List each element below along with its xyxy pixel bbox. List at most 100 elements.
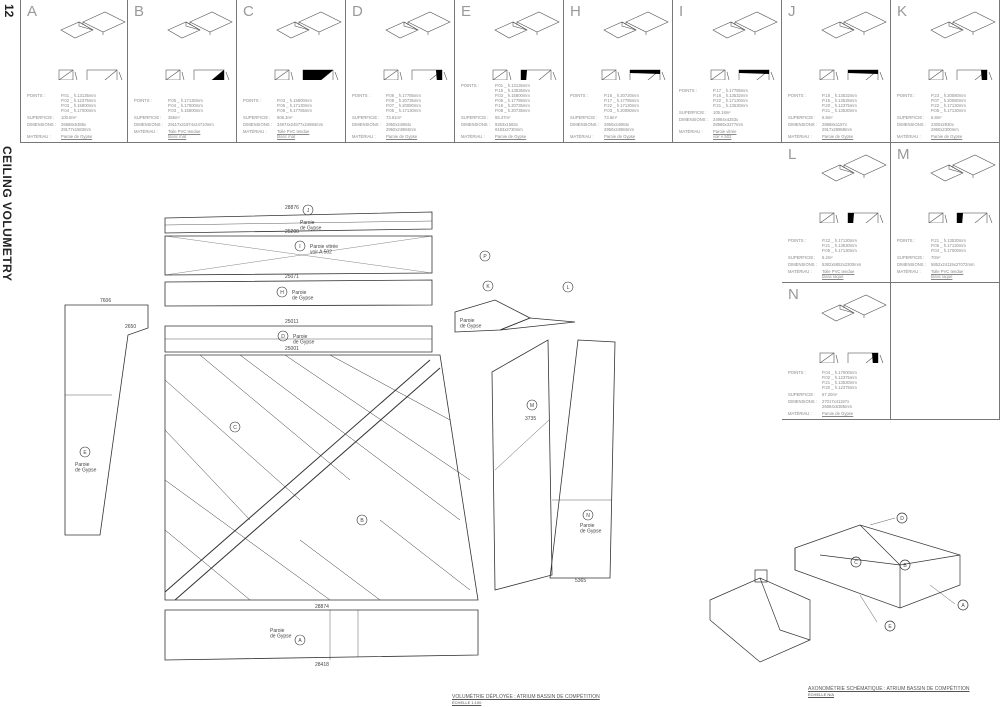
- material-label: MATÉRIAU :: [679, 129, 703, 134]
- panel-letter: E: [461, 3, 472, 20]
- dimensions-label: DIMENSIONS :: [570, 122, 599, 127]
- material-label: MATÉRIAU :: [897, 269, 921, 274]
- dim-a-top: 28874: [315, 604, 329, 610]
- points-label: POINTS :: [788, 238, 806, 243]
- panel-info: POINTS :P.01 _ h.13135mm P.02 _ h.12375m…: [27, 91, 124, 139]
- panel-thumbnail: [274, 11, 342, 80]
- surface-label: SUPERFICIE :: [897, 115, 925, 120]
- surface-value: 100.8m²: [61, 115, 77, 120]
- material-label: MATÉRIAU :: [27, 134, 51, 139]
- panel-thumbnail: [928, 154, 996, 223]
- points-label: POINTS :: [243, 98, 261, 103]
- caption-scale: ÉCHELLE N/A: [808, 692, 835, 697]
- surface-panel-i: I POINTS :P.17 _ h.17785mm P.16 _ h.1353…: [673, 0, 782, 143]
- dimensions-value: 9263x1583x 9183x2730mm: [495, 122, 523, 132]
- panel-letter: H: [570, 3, 581, 20]
- points-label: POINTS :: [461, 83, 479, 88]
- panel-thumbnail: [710, 11, 778, 80]
- dim-j-top: 28876: [285, 205, 299, 211]
- material-label: MATÉRIAU :: [243, 129, 267, 134]
- dimensions-value: 24984x4253x 28966x3377mm: [713, 117, 744, 127]
- panel-thumbnail: [819, 154, 887, 223]
- dimensions-value: 28868x1157x 2917x28958mm: [822, 122, 853, 132]
- tag-p: P: [483, 254, 487, 260]
- surface-label: SUPERFICIE :: [570, 115, 598, 120]
- points-label: POINTS :: [352, 93, 370, 98]
- dimensions-label: DIMENSIONS :: [352, 122, 381, 127]
- surface-panel-a: A POINTS :P.01 _ h.13135mm P.02 _ h.1237…: [20, 0, 128, 143]
- axo-tag-e: E: [888, 624, 892, 630]
- tag-h: H: [280, 290, 284, 296]
- dimensions-value: 26868x5385x 29177x1583mm: [61, 122, 92, 132]
- points-value: P.21 _ h.13530mm P.05 _ h.17130mm P.04 _…: [931, 238, 966, 253]
- dimensions-value: 2950x24984x 2950x24984mm: [386, 122, 417, 132]
- surface-value: 6.8m²: [822, 115, 833, 120]
- dimensions-label: DIMENSIONS :: [897, 122, 926, 127]
- surface-i: [164, 235, 433, 276]
- empty-panel: [891, 283, 1000, 420]
- dim-n: 5365: [575, 578, 586, 584]
- surface-value: 73.61m²: [386, 115, 402, 120]
- axonometric-view: [709, 512, 969, 663]
- dimensions-label: DIMENSIONS :: [27, 122, 56, 127]
- surface-label: SUPERFICIE :: [788, 255, 816, 260]
- surface-panel-n: N POINTS :P.04 _ h.17000mm P.02 _ h.1237…: [782, 283, 891, 420]
- dim-a-bottom: 28418: [315, 662, 329, 668]
- surface-panel-k: K POINTS :P.23 _ h.20080mm P.07 _ h.2008…: [891, 0, 1000, 143]
- surface-panel-m: M POINTS :P.21 _ h.13530mm P.05 _ h.1713…: [891, 143, 1000, 283]
- panel-info: POINTS :P.06 _ h.17785mm P.08 _ h.20735m…: [352, 91, 451, 139]
- material-label: MATÉRIAU :: [788, 269, 812, 274]
- panel-thumbnail: [928, 11, 996, 80]
- dimensions-value: 2950x24984x 2950x24984mm: [604, 122, 635, 132]
- surface-label: SUPERFICIE :: [461, 115, 489, 120]
- points-value: P.03 _ h.15800mm P.05 _ h.17130mm P.06 _…: [277, 98, 312, 113]
- caption-axonometric: AXONOMÉTRIE SCHÉMATIQUE : ATRIUM BASSIN …: [808, 686, 970, 697]
- surface-c-b: [164, 354, 479, 601]
- panel-thumbnail: [383, 11, 451, 80]
- surface-label: SUPERFICIE :: [27, 115, 55, 120]
- points-value: P.05 _ h.17130mm P.04 _ h.17000mm P.03 _…: [168, 98, 203, 113]
- panel-letter: B: [134, 3, 145, 20]
- tag-e: E: [83, 450, 87, 456]
- material-value: Paroie de Gypse: [604, 134, 636, 139]
- surface-label: SUPERFICIE :: [897, 255, 925, 260]
- surface-label: SUPERFICIE :: [679, 110, 707, 115]
- surface-tags: [79, 204, 594, 646]
- dimensions-value: 5852x24119x27072mm: [931, 262, 975, 267]
- panel-info: POINTS :P.04 _ h.17000mm P.02 _ h.12375m…: [788, 368, 887, 416]
- dim-h: 25071: [285, 274, 299, 280]
- surface-value: 506.3m²: [277, 115, 293, 120]
- panel-info: POINTS :P.18 _ h.13532mm P.15 _ h.13535m…: [788, 91, 887, 139]
- material-label: MATÉRIAU :: [570, 134, 594, 139]
- panel-letter: I: [679, 3, 684, 20]
- points-value: P.22 _ h.17130mm P.21 _ h.13530mm P.05 _…: [822, 238, 857, 253]
- panel-thumbnail: [165, 11, 233, 80]
- dimensions-label: DIMENSIONS :: [788, 122, 817, 127]
- tag-c: C: [233, 425, 237, 431]
- surface-panel-d: D POINTS :P.06 _ h.17785mm P.08 _ h.2073…: [346, 0, 455, 143]
- panel-info: POINTS : P.03 _ h.15800mm P.05 _ h.17130m…: [243, 96, 342, 139]
- points-label: POINTS :: [134, 98, 152, 103]
- surface-panel-e: E POINTS :P.01 _ h.13135mm P.15 _ h.1353…: [455, 0, 564, 143]
- points-value: P.23 _ h.20080mm P.07 _ h.20080mm P.22 _…: [931, 93, 966, 113]
- dimensions-label: DIMENSIONS :: [897, 262, 926, 267]
- dim-e-top: 7606: [100, 298, 111, 304]
- surface-h: [164, 279, 433, 307]
- material-value: Toile PVC tendue blanc mat: [168, 129, 201, 139]
- panel-letter: K: [897, 3, 908, 20]
- surface-label: SUPERFICIE :: [352, 115, 380, 120]
- material-value: Paroie de Gypse: [822, 134, 854, 139]
- panel-letter: L: [788, 146, 797, 163]
- material-label: MATÉRIAU :: [461, 134, 485, 139]
- material-label: MATÉRIAU :: [134, 129, 158, 134]
- caption-scale: ÉCHELLE 1:100: [452, 700, 482, 705]
- points-label: POINTS :: [679, 88, 697, 93]
- material-value: Paroie de Gypse: [931, 134, 963, 139]
- panel-letter: J: [788, 3, 796, 20]
